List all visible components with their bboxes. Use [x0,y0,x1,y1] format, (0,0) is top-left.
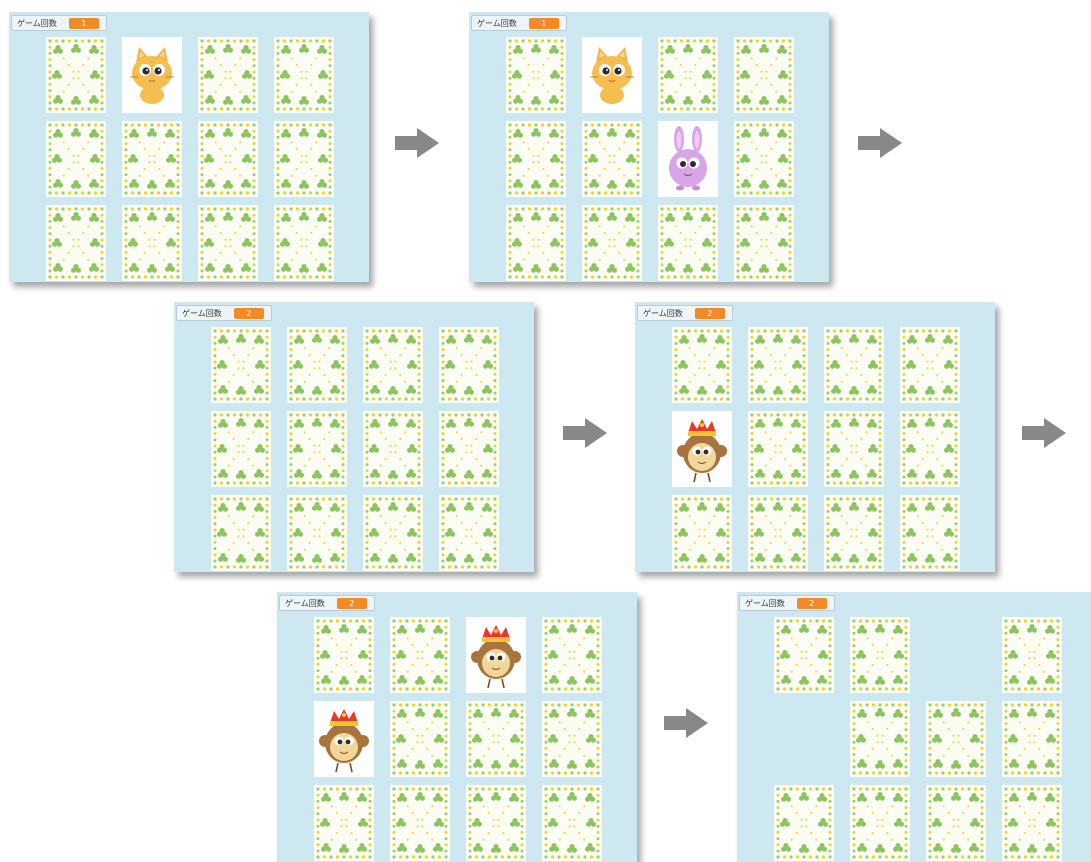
card-back[interactable] [211,495,271,571]
card-back[interactable] [287,495,347,571]
card-back[interactable] [211,327,271,403]
game-screen-4: ゲーム回数 2 [635,302,995,572]
card-back[interactable] [748,495,808,571]
card-back[interactable] [542,617,602,693]
game-count-value: 2 [234,308,264,319]
game-count-value: 1 [529,18,559,29]
card-back[interactable] [542,785,602,861]
card-back[interactable] [774,617,834,693]
card-back[interactable] [1002,701,1062,777]
game-count-display: ゲーム回数 1 [471,15,567,31]
rabbit-card[interactable] [658,121,718,197]
card-back[interactable] [900,411,960,487]
game-count-display: ゲーム回数 2 [176,305,272,321]
card-back[interactable] [363,495,423,571]
card-back[interactable] [287,411,347,487]
game-count-display: ゲーム回数 2 [279,595,375,611]
card-back[interactable] [926,785,986,861]
card-back[interactable] [926,701,986,777]
card-back[interactable] [824,327,884,403]
cat-card[interactable] [122,37,182,113]
game-count-display: ゲーム回数 1 [11,15,107,31]
card-back[interactable] [748,411,808,487]
card-back[interactable] [774,785,834,861]
card-back[interactable] [274,37,334,113]
card-back[interactable] [466,785,526,861]
game-count-display: ゲーム回数 2 [739,595,835,611]
game-count-label: ゲーム回数 [17,18,57,29]
card-back[interactable] [900,327,960,403]
card-back[interactable] [506,37,566,113]
game-count-value: 1 [69,18,99,29]
card-back[interactable] [466,701,526,777]
game-count-value: 2 [797,598,827,609]
card-back[interactable] [1002,785,1062,861]
card-back[interactable] [658,37,718,113]
game-count-value: 2 [695,308,725,319]
card-back[interactable] [198,37,258,113]
game-screen-3: ゲーム回数 2 [174,302,534,572]
card-back[interactable] [46,205,106,281]
card-back[interactable] [824,411,884,487]
game-screen-6: ゲーム回数 2 [737,592,1091,862]
card-back[interactable] [824,495,884,571]
card-back[interactable] [122,121,182,197]
card-back[interactable] [198,121,258,197]
card-back[interactable] [748,327,808,403]
game-count-label: ゲーム回数 [477,18,517,29]
card-back[interactable] [734,205,794,281]
game-screen-1: ゲーム回数 1 [9,12,369,282]
card-back[interactable] [658,205,718,281]
card-back[interactable] [122,205,182,281]
card-back[interactable] [506,205,566,281]
card-back[interactable] [363,327,423,403]
game-count-label: ゲーム回数 [643,308,683,319]
card-back[interactable] [439,411,499,487]
card-back[interactable] [734,121,794,197]
card-back[interactable] [46,121,106,197]
card-back[interactable] [900,495,960,571]
card-back[interactable] [274,121,334,197]
game-screen-2: ゲーム回数 1 [469,12,829,282]
card-back[interactable] [211,411,271,487]
monkey-card[interactable] [672,411,732,487]
card-back[interactable] [582,205,642,281]
card-back[interactable] [439,327,499,403]
card-back[interactable] [314,617,374,693]
card-back[interactable] [46,37,106,113]
game-count-display: ゲーム回数 2 [637,305,733,321]
card-back[interactable] [390,701,450,777]
game-count-label: ゲーム回数 [285,598,325,609]
card-back[interactable] [287,327,347,403]
monkey-card[interactable] [314,701,374,777]
game-count-label: ゲーム回数 [745,598,785,609]
card-back[interactable] [582,121,642,197]
card-back[interactable] [672,495,732,571]
game-count-value: 2 [337,598,367,609]
card-back[interactable] [274,205,334,281]
card-back[interactable] [390,785,450,861]
card-back[interactable] [850,785,910,861]
monkey-card[interactable] [466,617,526,693]
card-back[interactable] [672,327,732,403]
game-count-label: ゲーム回数 [182,308,222,319]
card-back[interactable] [198,205,258,281]
card-back[interactable] [850,617,910,693]
card-back[interactable] [390,617,450,693]
card-back[interactable] [542,701,602,777]
card-back[interactable] [734,37,794,113]
card-back[interactable] [1002,617,1062,693]
game-screen-5: ゲーム回数 2 [277,592,637,862]
card-back[interactable] [850,701,910,777]
card-back[interactable] [506,121,566,197]
cat-card[interactable] [582,37,642,113]
card-back[interactable] [314,785,374,861]
card-back[interactable] [363,411,423,487]
card-back[interactable] [439,495,499,571]
